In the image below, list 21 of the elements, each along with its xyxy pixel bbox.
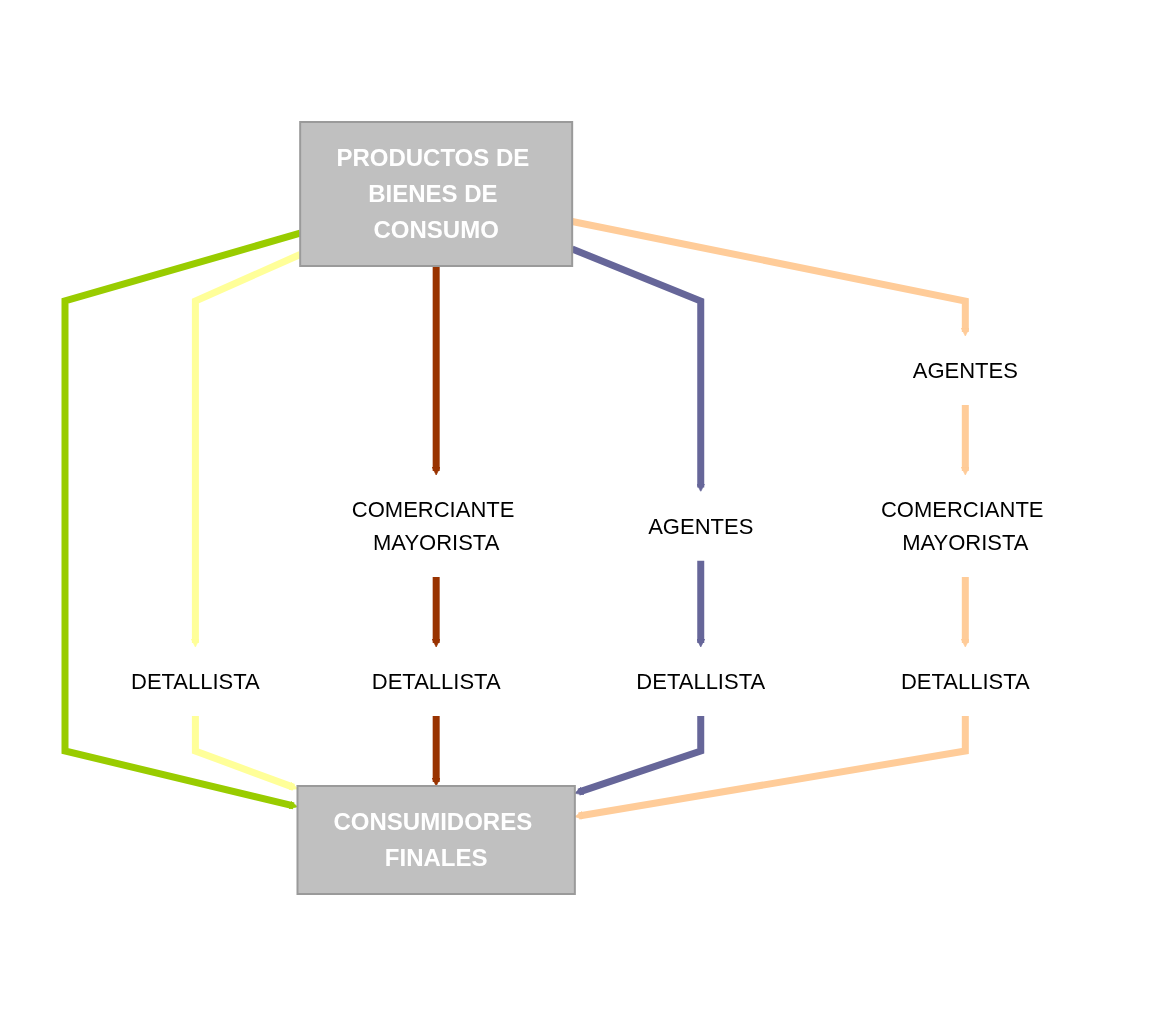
node-text: COMERCIANTE MAYORISTA (880, 496, 1044, 555)
node-box: PRODUCTOS DE BIENES DE CONSUMO (299, 120, 573, 267)
arrow (61, 229, 301, 809)
node-box: CONSUMIDORES FINALES (296, 784, 576, 895)
arrow (431, 576, 441, 647)
arrow (191, 715, 298, 791)
arrow (696, 560, 705, 647)
node-text: DETALLISTA (636, 668, 765, 694)
node-text: COMERCIANTE MAYORISTA (351, 496, 515, 555)
arrow (570, 245, 705, 492)
node-text: DETALLISTA (371, 668, 501, 694)
arrow (960, 576, 970, 647)
arrow (431, 265, 441, 475)
node-text: DETALLISTA (130, 668, 260, 694)
node-text: AGENTES (648, 513, 754, 538)
arrow (574, 715, 705, 795)
node-text: DETALLISTA (900, 668, 1030, 694)
arrow (574, 715, 969, 820)
arrow (960, 404, 970, 475)
node-text: AGENTES (912, 357, 1018, 383)
arrow (431, 715, 441, 786)
